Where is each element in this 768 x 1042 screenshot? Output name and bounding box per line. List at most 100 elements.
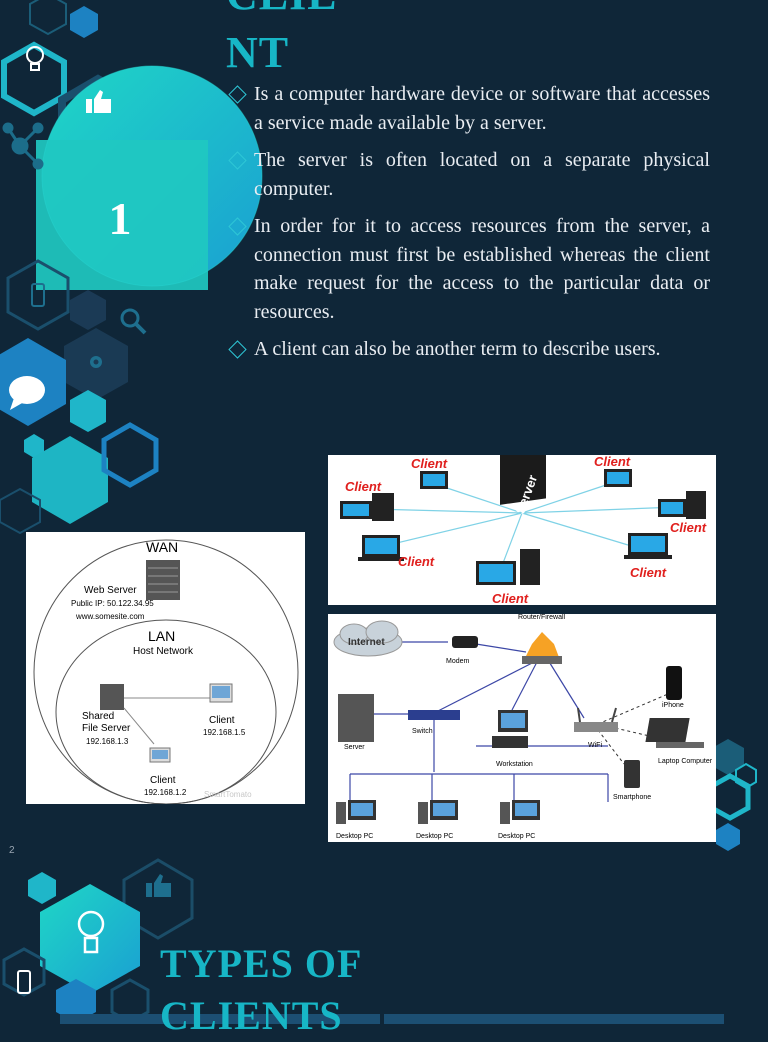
slide-number-badge: 1: [108, 193, 132, 244]
modem-label: Modem: [446, 658, 470, 665]
desktop-pc-icon: [336, 800, 376, 824]
laptop-icon: [645, 718, 704, 748]
wan-lan-diagram: WAN Web Server Public IP: 50.122.34.95 w…: [26, 532, 305, 804]
file-server-icon: [100, 684, 124, 710]
search-icon: [118, 306, 148, 336]
lan-label: LAN: [148, 628, 176, 644]
lightbulb-icon: [22, 44, 48, 74]
hex-shape: [110, 978, 150, 1024]
client-label: Client: [345, 479, 382, 494]
iphone-icon: [666, 666, 682, 700]
server-icon: [338, 694, 374, 742]
phone-icon: [17, 970, 31, 994]
client-monitor-icon: [476, 549, 540, 585]
hex-shape: [709, 773, 751, 821]
hex-shape: [56, 979, 96, 1023]
desktop-label: Desktop PC: [416, 833, 454, 840]
wifi-router-icon: [574, 707, 618, 732]
thumbs-up-icon: [144, 872, 174, 900]
hex-shape: [712, 739, 744, 775]
client-a-label: Client: [209, 715, 235, 726]
client-label: Client: [630, 565, 667, 580]
web-server-label: Web Server: [84, 585, 137, 596]
router-firewall-icon: [522, 632, 562, 664]
modem-icon: [452, 636, 478, 648]
watermark: SmartTomato: [204, 790, 252, 799]
hex-shape: [2, 947, 46, 997]
network-drawing: [333, 620, 704, 824]
client-monitor-icon: [604, 469, 632, 487]
switch-icon: [408, 710, 460, 720]
hex-shape: [70, 290, 106, 330]
bullet-item: In order for it to access resources from…: [226, 212, 710, 326]
bullet-item: Is a computer hardware device or softwar…: [226, 80, 710, 137]
file-server-ip: 192.168.1.3: [86, 737, 129, 746]
diamond-bullet-icon: [228, 217, 247, 236]
hex-shape: [0, 487, 41, 535]
desktop-label: Desktop PC: [498, 833, 536, 840]
file-server-label: File Server: [82, 723, 131, 734]
client-laptop-icon: [624, 533, 672, 559]
client-server-diagram: Server Client Client Client Client Clien…: [328, 455, 716, 605]
client-monitor-icon: [340, 493, 394, 521]
page-number: 2: [9, 845, 15, 856]
internet-label: Internet: [348, 637, 385, 648]
diamond-bullet-icon: [228, 340, 247, 359]
wan-label: WAN: [146, 539, 179, 555]
server-tower-icon: [500, 455, 546, 505]
client-label: Client: [398, 554, 435, 569]
hex-shape: [29, 0, 67, 36]
hex-shape: [716, 823, 740, 851]
next-slide-title: TYPES OF CLIENTS: [160, 941, 363, 1038]
workstation-icon: [492, 710, 528, 748]
cloud-icon: [333, 620, 403, 657]
chat-bubble-icon: [6, 372, 48, 412]
server-label: Server: [344, 744, 365, 751]
iphone-label: iPhone: [662, 702, 684, 709]
smartphone-icon: [624, 760, 640, 788]
router-label: Router/Firewall: [518, 614, 566, 621]
hex-shape: [32, 436, 108, 524]
number-block: [36, 140, 208, 290]
hex-shape: [70, 390, 106, 432]
client-label: Client: [670, 520, 707, 535]
bullet-list: Is a computer hardware device or softwar…: [226, 80, 710, 373]
host-network-label: Host Network: [133, 646, 194, 657]
hex-shape: [28, 872, 56, 904]
phone-icon: [31, 283, 45, 307]
network-topology-diagram: Internet Modem Router/Firewall Server Sw…: [328, 614, 716, 842]
gear-icon: [86, 352, 106, 372]
workstation-label: Workstation: [496, 761, 533, 768]
diamond-bullet-icon: [228, 151, 247, 170]
desktop-label: Desktop PC: [336, 833, 374, 840]
web-server-icon: [146, 560, 180, 600]
desktop-pc-icon: [500, 800, 540, 824]
hex-shape: [24, 434, 44, 458]
client-label: Client: [411, 456, 448, 471]
star-drawing: [340, 455, 706, 585]
wan-lan-drawing: [33, 539, 299, 804]
bullet-item: A client can also be another term to des…: [226, 335, 710, 364]
client-label: Client: [492, 591, 529, 605]
bullet-item: The server is often located on a separat…: [226, 146, 710, 203]
desktop-pc-icon: [418, 800, 458, 824]
laptop-label: Laptop Computer: [658, 758, 713, 765]
shared-label: Shared: [82, 711, 115, 722]
client-b-ip: 192.168.1.2: [144, 788, 187, 797]
thumbs-up-icon: [84, 88, 114, 116]
site-label: www.somesite.com: [76, 612, 145, 621]
switch-label: Switch: [412, 728, 433, 735]
client-b-label: Client: [150, 775, 176, 786]
slide-title: CLIE NT: [226, 0, 337, 77]
smartphone-label: Smartphone: [613, 794, 652, 801]
client-laptop-icon: [358, 535, 404, 561]
client-label: Client: [594, 455, 631, 469]
hex-shape: [101, 422, 159, 488]
lightbulb-icon: [76, 908, 106, 960]
molecule-icon: [2, 122, 44, 170]
wifi-label: WiFi: [588, 742, 602, 749]
public-ip-label: Public IP: 50.122.34.95: [71, 599, 154, 608]
hex-shape: [70, 6, 98, 38]
diamond-bullet-icon: [228, 85, 247, 104]
